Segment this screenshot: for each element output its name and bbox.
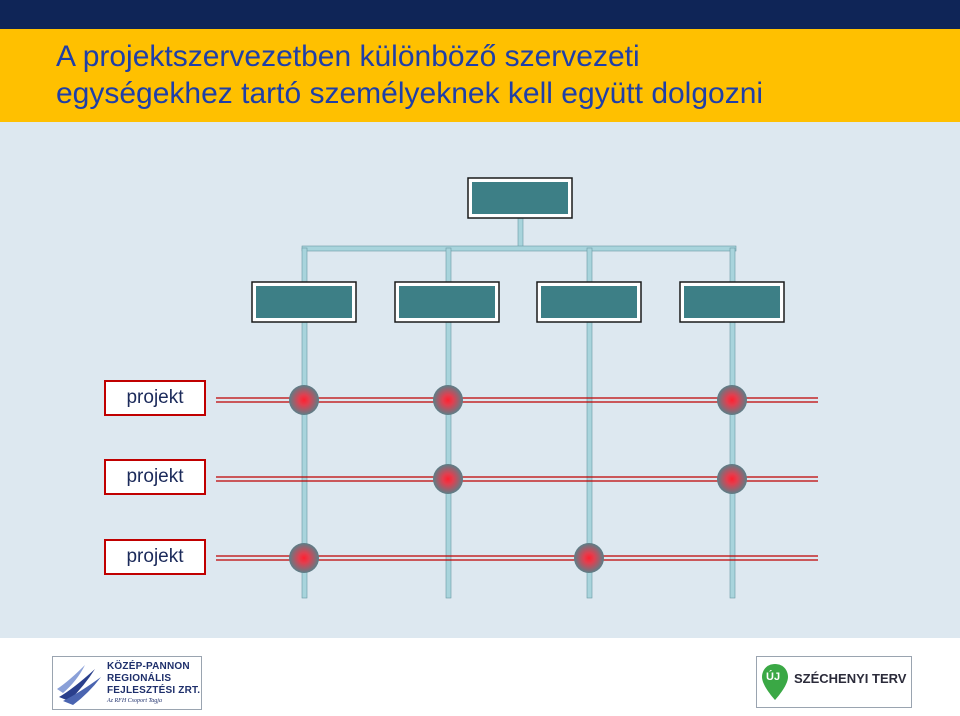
kozep-pannon-emblem-icon	[57, 665, 101, 705]
unit-box-2	[394, 281, 500, 323]
node-p3-u3	[574, 543, 604, 573]
top-manager-box	[467, 177, 573, 219]
szechenyi-terv-text: SZÉCHENYI TERV	[794, 671, 907, 686]
slide-title: A projektszervezetben különböző szerveze…	[56, 38, 936, 112]
participation-nodes	[289, 385, 747, 573]
project-label-1: projekt	[104, 380, 206, 416]
kozep-pannon-logo: KÖZÉP-PANNON REGIONÁLIS FEJLESZTÉSI ZRT.…	[52, 656, 202, 710]
hierarchy-connectors	[301, 215, 737, 285]
node-p1-u4	[717, 385, 747, 415]
unit-box-1	[251, 281, 357, 323]
uj-badge-text: ÚJ	[766, 671, 781, 683]
unit-box-4	[679, 281, 785, 323]
project-label-2: projekt	[104, 459, 206, 495]
node-p1-u2	[433, 385, 463, 415]
title-bar	[0, 29, 960, 122]
logo-line-3: FEJLESZTÉSI ZRT.	[107, 685, 201, 696]
node-p2-u4	[717, 464, 747, 494]
node-p1-u1	[289, 385, 319, 415]
top-bar	[0, 0, 960, 29]
logo-line-4: Az RFH Csoport Tagja	[107, 698, 162, 704]
node-p3-u1	[289, 543, 319, 573]
szechenyi-terv-logo: ÚJ SZÉCHENYI TERV	[756, 656, 912, 708]
uj-badge-icon	[762, 664, 788, 700]
node-p2-u2	[433, 464, 463, 494]
unit-box-3	[536, 281, 642, 323]
logo-line-1: KÖZÉP-PANNON	[107, 661, 190, 672]
logo-line-2: REGIONÁLIS	[107, 673, 172, 684]
project-label-3: projekt	[104, 539, 206, 575]
title-line-1: A projektszervezetben különböző szerveze…	[56, 40, 640, 73]
title-line-2: egységekhez tartó személyeknek kell együ…	[56, 77, 764, 110]
